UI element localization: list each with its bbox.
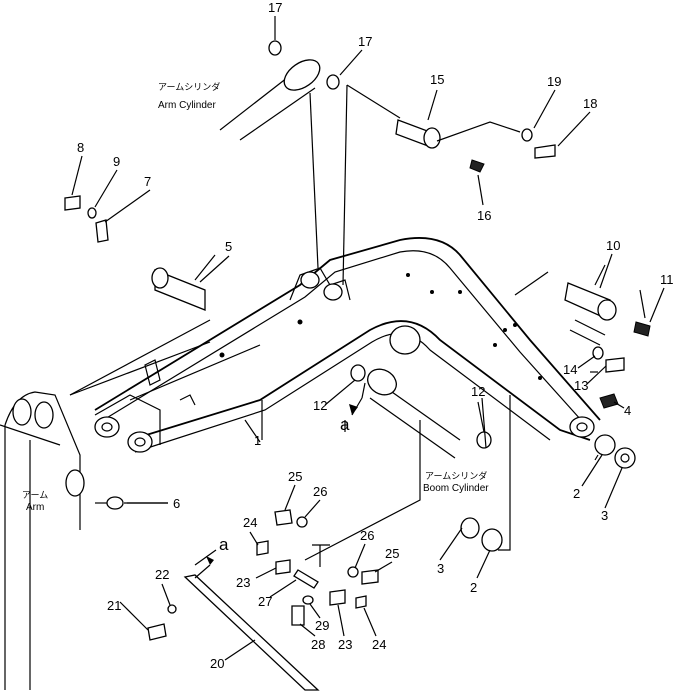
bolt-25-lower	[361, 569, 379, 585]
part-number: 10	[606, 238, 620, 253]
part-number: 23	[338, 637, 352, 652]
bolt-13	[605, 357, 625, 373]
washer-17-lower	[326, 74, 340, 90]
view-label-a-upper: a	[340, 415, 350, 434]
collar-24-lower	[355, 595, 367, 609]
washer-6	[106, 496, 124, 510]
boom-cylinder-en-label: Boom Cylinder	[423, 483, 489, 494]
washer-17-upper	[268, 40, 282, 56]
part-number: 24	[372, 637, 386, 652]
washer-29	[302, 595, 314, 605]
arm-en-label: Arm	[26, 502, 44, 513]
part-number: 29	[315, 618, 329, 633]
bolt-21	[147, 623, 167, 641]
boom-body	[94, 237, 601, 453]
label-leaders	[71, 16, 665, 661]
part-number: 24	[243, 515, 257, 530]
washer-12-left	[350, 364, 366, 382]
pin-15	[395, 119, 441, 149]
washer-26-upper	[296, 516, 308, 528]
grease-fitting-16	[469, 159, 485, 173]
part-number: 15	[430, 72, 444, 87]
part-number: 25	[288, 469, 302, 484]
arm-cylinder-jp-label: アームシリンダ	[158, 81, 220, 93]
pin-5	[151, 267, 206, 311]
part-number: 8	[77, 140, 84, 155]
arm-outline	[0, 391, 85, 690]
fitting-27	[293, 569, 319, 589]
arm-cylinder-rod	[219, 59, 321, 141]
part-number: 14	[563, 362, 577, 377]
part-number: 2	[470, 580, 477, 595]
part-number: 19	[547, 74, 561, 89]
collar-24-upper	[256, 540, 269, 556]
part-number: 23	[236, 575, 250, 590]
fitting-11	[633, 321, 651, 337]
part-number: 20	[210, 656, 224, 671]
bushing-3-2-lower	[460, 517, 503, 552]
part-number: 17	[358, 34, 372, 49]
washer-12-right	[476, 431, 492, 449]
washer-26-lower	[347, 566, 359, 578]
part-number: 21	[107, 598, 121, 613]
pin-10	[564, 282, 617, 321]
washer-14	[592, 346, 604, 360]
bolt-25-upper	[274, 509, 293, 526]
view-label-a-lower: a	[219, 535, 229, 554]
part-number: 17	[268, 0, 282, 15]
part-number: 2	[573, 486, 580, 501]
part-number: 22	[155, 567, 169, 582]
part-number: 18	[583, 96, 597, 111]
part-number: 6	[173, 496, 180, 511]
part-number: 9	[113, 154, 120, 169]
part-number: 26	[360, 528, 374, 543]
part-number: 3	[601, 508, 608, 523]
part-number: 13	[574, 378, 588, 393]
part-number: 5	[225, 239, 232, 254]
part-number: 12	[313, 398, 327, 413]
part-number: 28	[311, 637, 325, 652]
part-number: 26	[313, 484, 327, 499]
boom-cylinder-jp-label: アームシリンダ	[425, 470, 487, 482]
part-number: 1	[254, 433, 261, 448]
part-number: 16	[477, 208, 491, 223]
bolt-18-washer-19	[436, 121, 556, 159]
arm-cylinder-en-label: Arm Cylinder	[158, 100, 216, 111]
part-number: 27	[258, 594, 272, 609]
bolt-28	[291, 605, 305, 626]
collar-23-lower	[329, 589, 346, 606]
arm-jp-label: アーム	[22, 490, 48, 501]
part-number: 25	[385, 546, 399, 561]
bolt-8-group	[64, 195, 109, 243]
fitting-4	[599, 393, 619, 409]
part-number: 12	[471, 384, 485, 399]
part-number: 11	[660, 272, 674, 287]
part-number: 4	[624, 403, 631, 418]
leader-lines	[69, 84, 646, 567]
part-number: 7	[144, 174, 151, 189]
boom-cylinder	[367, 368, 461, 459]
guard-plate-20	[183, 574, 320, 691]
washer-22	[167, 604, 177, 614]
bushing-2-3-right	[594, 434, 636, 469]
collar-23-upper	[275, 559, 291, 575]
part-number: 3	[437, 561, 444, 576]
